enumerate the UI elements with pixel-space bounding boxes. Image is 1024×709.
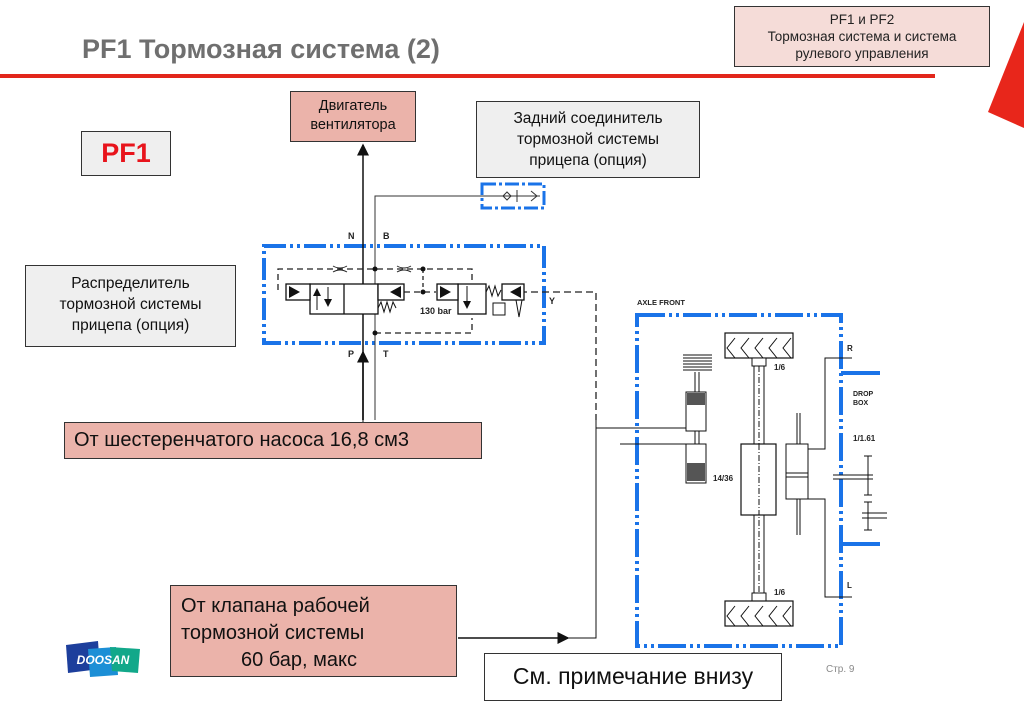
coupler-frame xyxy=(480,182,546,210)
line-r xyxy=(808,357,852,450)
drop-box-clutch xyxy=(785,443,809,500)
slide-title: PF1 Тормозная система (2) xyxy=(82,34,440,64)
relief-triangle-right xyxy=(510,286,521,298)
service-valve-line-2: тормозной системы xyxy=(181,622,365,644)
doosan-logo: DOOSAN xyxy=(66,641,140,677)
orifice-symbol xyxy=(332,265,348,273)
service-valve-line-3: 60 бар, макс xyxy=(241,649,358,671)
drop-box-label-2: BOX xyxy=(853,400,869,407)
pilot-triangle-right xyxy=(390,286,401,298)
page-number: Стр. 9 xyxy=(826,664,855,675)
spring-symbol xyxy=(377,300,397,314)
brake-cylinder-top-hatch xyxy=(687,393,705,405)
rear-coupler-line-3: прицепа (опция) xyxy=(529,152,647,169)
axle-front-label: AXLE FRONT xyxy=(637,298,685,307)
hub-hatch-bottom xyxy=(726,605,792,627)
fan-motor-line-2: вентилятора xyxy=(310,117,396,133)
fan-motor-line-1: Двигатель xyxy=(318,98,388,114)
logo-tile-mid xyxy=(88,647,118,677)
title-rule xyxy=(0,74,935,78)
r-label: R xyxy=(847,344,853,353)
brake-cylinder-bottom-hatch xyxy=(687,463,705,481)
wheel-hub-top xyxy=(724,332,794,359)
logo-text: DOOSAN xyxy=(77,653,130,667)
relief-triangle xyxy=(440,286,451,298)
pilot-triangle-left xyxy=(289,286,300,298)
port-b-label: B xyxy=(383,231,390,241)
header-line-3: рулевого управления xyxy=(795,46,929,61)
ratio-hub-bottom-label: 1/6 xyxy=(774,588,786,597)
fan-motor-callout: Двигатель вентилятора xyxy=(290,91,416,142)
relief-pressure-label: 130 bar xyxy=(420,306,452,316)
distributor-callout: Распределитель тормозной системы прицепа… xyxy=(25,265,236,347)
distributor-line-2: тормозной системы xyxy=(59,296,202,313)
relief-spring xyxy=(485,284,502,298)
axle-frame xyxy=(635,313,843,648)
drop-box-gears xyxy=(833,455,887,531)
rear-coupler-line-2: тормозной системы xyxy=(516,131,660,148)
port-p-label: P xyxy=(348,349,354,359)
junction-dot xyxy=(372,266,378,272)
clutch-plate xyxy=(785,472,809,478)
header-line-2: Тормозная система и система xyxy=(767,29,957,44)
orifice-symbol xyxy=(396,265,412,273)
hub-hatch-top xyxy=(726,337,792,359)
pf1-badge: PF1 xyxy=(81,131,171,176)
wheel-hub-bottom xyxy=(724,600,794,627)
junction-dot xyxy=(372,330,378,336)
pilot-line-top xyxy=(277,268,473,290)
pilot-line-bottom xyxy=(375,318,473,334)
hub-stub-top xyxy=(751,357,767,367)
ratio-hub-top-label: 1/6 xyxy=(774,363,786,372)
junction-dot xyxy=(420,266,426,272)
logo-tile-green xyxy=(110,647,140,673)
check-cone xyxy=(515,299,523,318)
service-valve-line-1: От клапана рабочей xyxy=(181,595,370,617)
drop-box-ratio-label: 1/1.61 xyxy=(853,434,876,443)
port-y-label: Y xyxy=(549,296,555,306)
drop-box-label-1: DROP xyxy=(853,391,874,398)
junction-dot xyxy=(420,289,426,295)
gear-pump-callout: От шестеренчатого насоса 16,8 см3 xyxy=(64,422,482,459)
port-t-label: T xyxy=(383,349,389,359)
pilot-line-y xyxy=(520,291,597,420)
coupler-arrow xyxy=(530,190,538,202)
l-label: L xyxy=(847,581,852,590)
relief-valve-body xyxy=(457,283,487,315)
section-header-box: PF1 и PF2 Тормозная система и система ру… xyxy=(734,6,990,67)
note-callout: См. примечание внизу xyxy=(484,653,782,701)
header-line-1: PF1 и PF2 xyxy=(829,12,895,27)
hub-stub-bottom xyxy=(751,592,767,602)
rear-coupler-line-1: Задний соединитель xyxy=(513,110,663,127)
coupler-check-symbol xyxy=(502,191,512,201)
distributor-line-3: прицепа (опция) xyxy=(71,317,190,334)
ratio-diff-label: 14/36 xyxy=(713,474,734,483)
port-n-label: N xyxy=(348,231,355,241)
drain-symbol xyxy=(492,302,506,316)
valve-frame xyxy=(262,244,546,345)
brake-spring-pack xyxy=(683,354,712,392)
line-l xyxy=(808,498,852,598)
service-valve-callout: От клапана рабочей тормозной системы 60 … xyxy=(170,585,457,677)
distributor-line-1: Распределитель xyxy=(71,275,190,292)
rear-coupler-callout: Задний соединитель тормозной системы при… xyxy=(476,101,700,178)
